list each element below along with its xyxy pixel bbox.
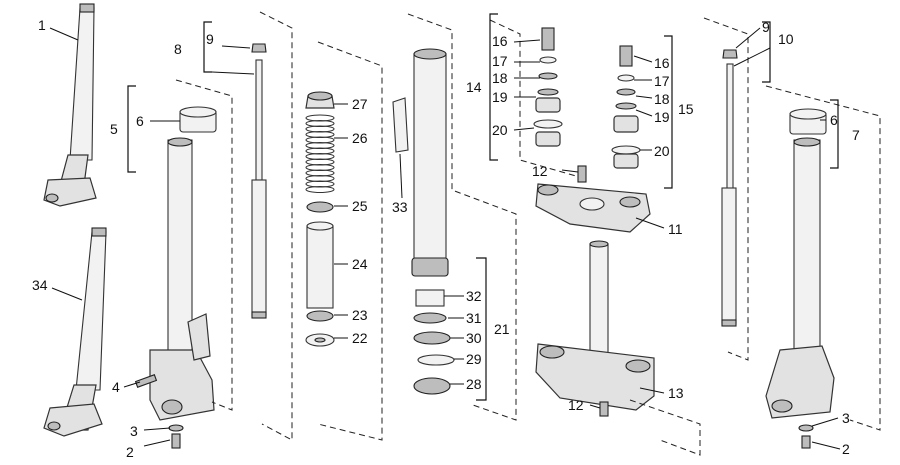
complete-fork-1 <box>43 3 97 207</box>
callout-17-b: 17 <box>654 73 670 89</box>
callout-1: 1 <box>38 17 46 33</box>
callout-13: 13 <box>668 385 684 401</box>
callout-19-b: 19 <box>654 109 670 125</box>
spring-stack <box>305 91 335 347</box>
callout-28: 28 <box>466 376 482 392</box>
callout-11: 11 <box>668 221 683 237</box>
callout-20-b: 20 <box>654 143 670 159</box>
stem-and-lower-clamp <box>535 240 655 411</box>
callout-31: 31 <box>466 310 482 326</box>
stem-parts-15 <box>611 45 641 169</box>
callout-labels: 1 34 2 3 4 5 6 7 8 9 10 11 12 12 13 14 1… <box>32 17 860 460</box>
callout-5: 5 <box>110 121 118 137</box>
callout-4: 4 <box>112 379 120 395</box>
spring-coil <box>305 185 335 194</box>
bolt-2-right <box>801 435 811 449</box>
callout-26: 26 <box>352 130 368 146</box>
callout-12-top: 12 <box>532 163 548 179</box>
callout-6-left: 6 <box>136 113 144 129</box>
callout-30: 30 <box>466 330 482 346</box>
callout-19-a: 19 <box>492 89 508 105</box>
stem-parts-14 <box>533 27 563 147</box>
callout-9-left: 9 <box>206 31 214 47</box>
brackets <box>127 13 839 401</box>
bolt-4 <box>134 374 158 388</box>
callout-16-a: 16 <box>492 33 508 49</box>
left-outer-tube <box>149 106 217 421</box>
callout-7: 7 <box>852 127 860 143</box>
bolt-2-left <box>171 433 181 449</box>
callout-10: 10 <box>778 31 794 47</box>
callout-9-right: 9 <box>762 19 770 35</box>
callout-18-a: 18 <box>492 70 508 86</box>
leader-lines <box>49 27 841 450</box>
callout-24: 24 <box>352 256 368 272</box>
callout-15: 15 <box>678 101 694 117</box>
callout-8: 8 <box>174 41 182 57</box>
washer-3-right <box>798 424 814 432</box>
right-damper-rod <box>721 49 738 327</box>
complete-fork-34 <box>43 227 107 437</box>
callout-21: 21 <box>494 321 510 337</box>
top-triple-clamp <box>535 183 651 233</box>
bolt-12-bottom <box>599 401 609 417</box>
callout-25: 25 <box>352 198 368 214</box>
callout-17-a: 17 <box>492 53 508 69</box>
callout-3-left: 3 <box>130 423 138 439</box>
callout-2-right: 2 <box>842 441 850 457</box>
washer-3-left <box>168 424 184 432</box>
callout-6-right: 6 <box>830 112 838 128</box>
callout-16-b: 16 <box>654 55 670 71</box>
inner-tube <box>392 48 455 395</box>
callout-20-a: 20 <box>492 122 508 138</box>
callout-33: 33 <box>392 199 408 215</box>
callout-27: 27 <box>352 96 368 112</box>
callout-23: 23 <box>352 307 368 323</box>
callout-12-bottom: 12 <box>568 397 584 413</box>
callout-3-right: 3 <box>842 410 850 426</box>
right-outer-tube <box>765 108 835 419</box>
damper-rod <box>251 43 267 319</box>
bolt-12-top <box>577 165 587 183</box>
assembly-guides <box>175 11 881 456</box>
callout-32: 32 <box>466 288 482 304</box>
callout-34: 34 <box>32 277 48 293</box>
callout-2-left: 2 <box>126 444 134 460</box>
callout-14: 14 <box>466 79 482 95</box>
callout-22: 22 <box>352 330 368 346</box>
callout-18-b: 18 <box>654 91 670 107</box>
callout-29: 29 <box>466 351 482 367</box>
